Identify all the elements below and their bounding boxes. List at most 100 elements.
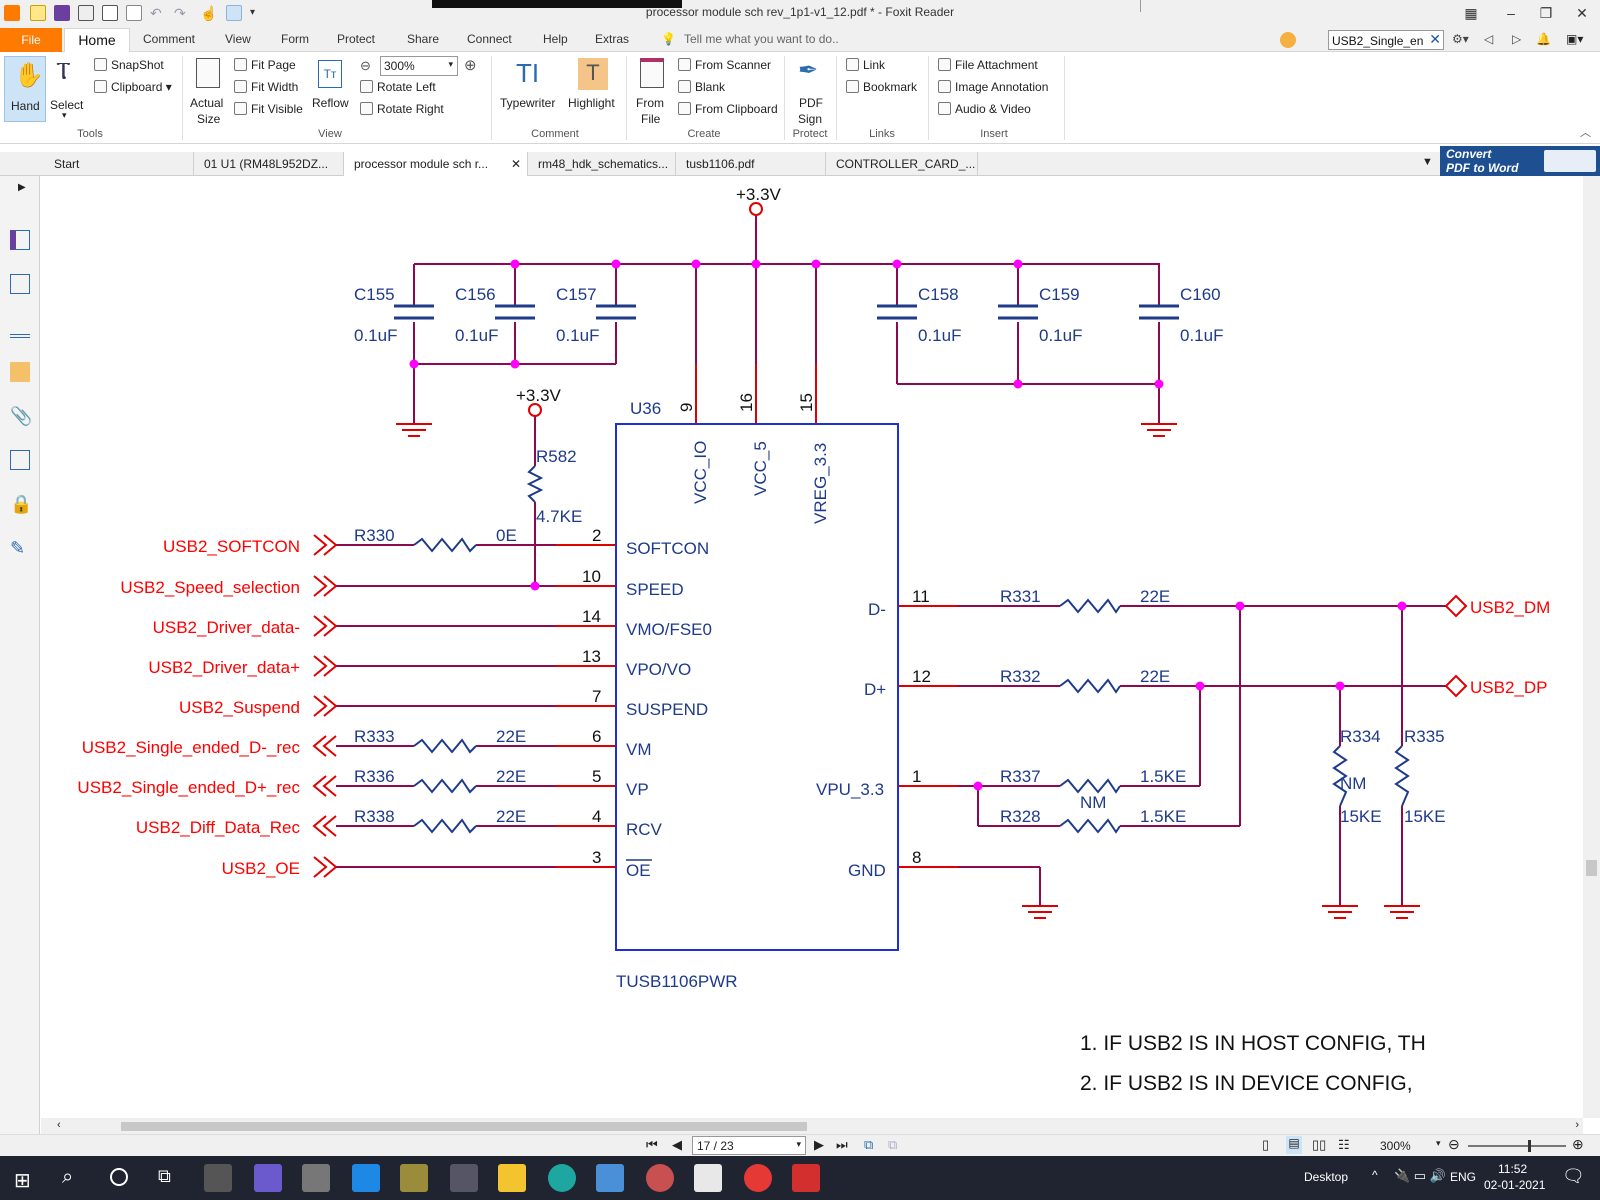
properties-icon[interactable] [102,5,118,21]
fit-width-button[interactable]: Fit Width [234,80,298,94]
zoom-slider-thumb[interactable] [1528,1140,1531,1152]
tray-icons[interactable]: 🔌 ▭ 🔊 [1394,1168,1446,1183]
layers-panel-icon[interactable] [10,318,30,338]
tell-me-box[interactable]: Tell me what you want to do.. [684,32,839,46]
menu-share[interactable]: Share [407,32,440,46]
mail-icon[interactable] [352,1164,380,1192]
hand-quick-icon[interactable] [226,5,242,21]
actual-size-button[interactable]: Actual Size [190,56,230,126]
undo-icon[interactable]: ↶ [150,5,162,21]
app-icon-6[interactable] [646,1164,674,1192]
rotate-right-button[interactable]: Rotate Right [360,102,444,116]
restore-button[interactable]: ❐ [1539,5,1553,21]
single-page-icon[interactable]: ▯ [1262,1137,1270,1152]
zoom-out-status-icon[interactable]: ⊖ [1448,1136,1460,1152]
highlight-button[interactable]: T Highlight [568,56,618,122]
notification-icon[interactable]: 🔔 [1536,32,1551,46]
close-tab-icon[interactable]: ✕ [510,157,521,171]
pdf-sign-button[interactable]: ✒ PDF Sign [792,56,828,126]
minimize-button[interactable]: – [1507,5,1515,21]
settings-icon[interactable]: ⚙▾ [1452,32,1469,46]
tab-list-dropdown-icon[interactable]: ▼ [1422,156,1433,168]
save-icon[interactable] [54,5,70,21]
pages-panel-icon[interactable] [10,274,30,294]
search-field[interactable]: USB2_Single_en ✕ [1328,30,1444,50]
menu-comment[interactable]: Comment [143,32,196,46]
continuous-page-icon[interactable]: ▤ [1286,1136,1302,1154]
desktop-toolbar[interactable]: Desktop [1304,1170,1349,1184]
clock-date[interactable]: 02-01-2021 [1484,1178,1546,1192]
menu-help[interactable]: Help [543,32,568,46]
bookmarks-panel-icon[interactable] [10,230,30,250]
zoom-select[interactable]: 300% ▾ [380,56,458,76]
app-icon-4[interactable] [450,1164,478,1192]
scroll-thumb[interactable] [1586,860,1597,876]
prev-page-icon[interactable]: ◀ [672,1137,682,1152]
zoom-slider[interactable] [1468,1140,1566,1152]
search-taskbar-icon[interactable]: ⌕ [62,1166,74,1188]
vertical-scrollbar[interactable] [1583,176,1600,1118]
heart-icon[interactable] [1280,32,1296,48]
tab-processor-module[interactable]: processor module sch r...✕ [344,152,528,176]
file-explorer-icon[interactable] [498,1164,526,1192]
from-clipboard-button[interactable]: From Clipboard [678,102,778,116]
zoom-level[interactable]: 300% [1380,1139,1411,1153]
cortana-icon[interactable] [110,1168,128,1186]
close-button[interactable]: ✕ [1576,5,1588,21]
continuous-facing-icon[interactable]: ☷ [1338,1137,1350,1152]
reflow-button[interactable]: Tт Reflow [310,56,350,122]
app-icon-3[interactable] [400,1164,428,1192]
open-icon[interactable] [30,5,46,21]
clipboard-button[interactable]: Clipboard ▾ [94,80,172,94]
fit-visible-button[interactable]: Fit Visible [234,102,303,116]
scroll-thumb[interactable] [121,1122,807,1131]
horizontal-scrollbar[interactable]: ‹ › [41,1118,1583,1134]
blank-button[interactable]: Blank [678,80,725,94]
document-view[interactable]: +3.3V +3.3V C155 0.1uF C156 0.1uF C157 0… [41,176,1583,1118]
menu-view[interactable]: View [225,32,251,46]
tray-overflow-icon[interactable]: ^ [1372,1168,1378,1182]
from-file-button[interactable]: From File [634,56,670,126]
first-page-icon[interactable]: ⏮ [646,1137,658,1152]
menu-extras[interactable]: Extras [595,32,630,46]
signatures-panel-icon[interactable] [10,450,30,470]
clear-search-icon[interactable]: ✕ [1429,31,1441,47]
from-scanner-button[interactable]: From Scanner [678,58,771,72]
bookmark-button[interactable]: Bookmark [846,80,917,94]
calculator-icon[interactable] [204,1164,232,1192]
expand-panel-icon[interactable]: ▶ [18,182,26,193]
attachments-panel-icon[interactable]: 📎 [10,406,33,426]
tab-01-u1[interactable]: 01 U1 (RM48L952DZ... [194,152,344,176]
zoom-out-icon[interactable]: ⊖ [360,58,371,73]
snapshot-button[interactable]: SnapShot [94,58,164,72]
last-page-icon[interactable]: ⏭ [836,1137,848,1152]
next-view-icon[interactable]: ⧉ [888,1137,898,1152]
fit-page-button[interactable]: Fit Page [234,58,296,72]
image-annotation-button[interactable]: Image Annotation [938,80,1048,94]
app-icon-5[interactable] [596,1164,624,1192]
chrome-icon[interactable] [744,1164,772,1192]
language-indicator[interactable]: ENG [1450,1170,1477,1184]
rotate-left-button[interactable]: Rotate Left [360,80,436,94]
print-icon[interactable] [78,5,94,21]
action-center-icon[interactable]: 🗨 [1562,1166,1585,1186]
file-menu[interactable]: File [0,28,62,52]
account-icon[interactable]: ▣▾ [1566,32,1584,46]
scroll-left-icon[interactable]: ‹ [57,1119,61,1131]
tab-tusb1106[interactable]: tusb1106.pdf [676,152,826,176]
collapse-ribbon-icon[interactable]: ︿ [1580,127,1591,139]
prev-result-icon[interactable]: ◁ [1484,32,1494,46]
tab-start[interactable]: Start [44,152,194,176]
menu-protect[interactable]: Protect [337,32,376,46]
zoom-level-dropdown-icon[interactable]: ▾ [1436,1138,1441,1148]
next-result-icon[interactable]: ▷ [1512,32,1522,46]
app-icon-1[interactable] [254,1164,282,1192]
comments-panel-icon[interactable] [10,362,30,382]
tab-rm48-hdk[interactable]: rm48_hdk_schematics... [528,152,676,176]
page-number-field[interactable]: 17 / 23 ▾ [692,1136,806,1155]
zoom-in-icon[interactable]: ⊕ [464,57,477,74]
app-icon-7[interactable] [792,1164,820,1192]
security-panel-icon[interactable]: 🔒 [10,494,33,514]
zoom-in-status-icon[interactable]: ⊕ [1572,1136,1584,1152]
edge-icon[interactable] [548,1164,576,1192]
